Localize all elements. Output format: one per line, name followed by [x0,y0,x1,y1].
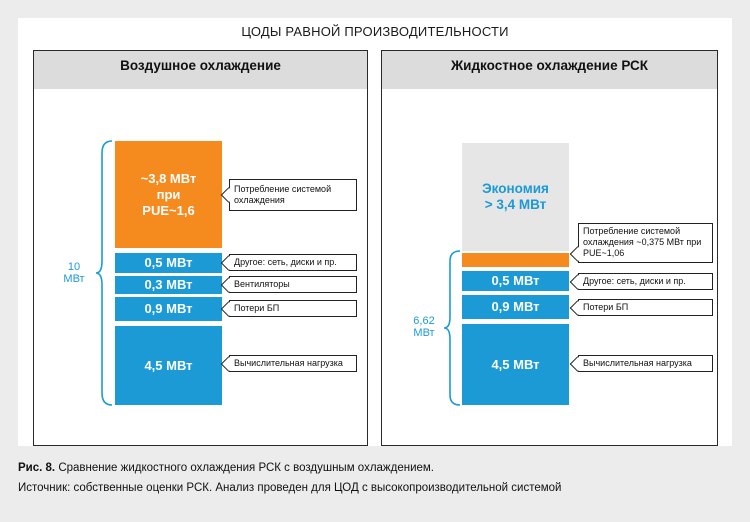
right-bar-psu-label: 0,9 МВт [491,299,540,314]
left-bar-fans-label: 0,3 МВт [144,277,193,292]
left-bar-other: 0,5 МВт [115,253,222,273]
right-bar-compute: 4,5 МВт [462,324,569,405]
right-bar-cooling [462,253,569,267]
diagram-figure: ЦОДЫ РАВНОЙ ПРОИЗВОДИТЕЛЬНОСТИ Воздушное… [18,18,732,446]
panel-liquid-cooling: Жидкостное охлаждение РСК 6,62 МВт Эконо… [381,50,718,446]
left-bar-other-label: 0,5 МВт [144,255,193,270]
left-brace [95,140,113,406]
left-callout-psu: Потери БП [220,300,357,317]
left-callout-compute: Вычислительная нагрузка [220,355,357,372]
right-callout-cooling: Потребление системой охлаждения ~0,375 М… [569,223,713,263]
left-callout-other: Другое: сеть, диски и пр. [220,254,357,271]
right-callout-psu: Потери БП [569,299,713,316]
left-bar-fans: 0,3 МВт [115,276,222,294]
panel-air-cooling-title: Воздушное охлаждение [34,51,367,89]
panel-air-cooling: Воздушное охлаждение 10 МВт ~3,8 МВт при… [33,50,368,446]
left-bar-compute-label: 4,5 МВт [144,357,193,373]
figure-caption-line2: Источник: собственные оценки РСК. Анализ… [18,482,562,494]
right-callout-compute: Вычислительная нагрузка [569,355,713,372]
left-total-unit: МВт [63,273,85,285]
right-bar-psu: 0,9 МВт [462,295,569,319]
right-callout-other: Другое: сеть, диски и пр. [569,273,713,290]
left-total-value: 10 [67,261,81,273]
figure-caption-source: Источник: собственные оценки РСК. Анализ… [18,482,561,494]
left-callout-fans: Вентиляторы [220,276,357,293]
figure-caption: Рис. 8. Сравнение жидкостного охлаждения… [18,462,434,474]
left-bar-psu: 0,9 МВт [115,297,222,321]
panel-liquid-cooling-title: Жидкостное охлаждение РСК [382,51,717,89]
diagram-title: ЦОДЫ РАВНОЙ ПРОИЗВОДИТЕЛЬНОСТИ [241,24,509,39]
left-bar-compute: 4,5 МВт [115,326,222,405]
left-callout-cooling: Потребление системой охлаждения [220,179,357,211]
figure-caption-line1: Сравнение жидкостного охлаждения РСК с в… [58,462,434,474]
left-bar-cooling: ~3,8 МВт при PUE~1,6 [115,141,222,248]
right-bar-other-label: 0,5 МВт [491,273,540,288]
right-total-value: 6,62 [413,315,435,327]
left-bar-psu-label: 0,9 МВт [144,301,193,316]
right-bar-compute-label: 4,5 МВт [491,356,540,372]
right-total-label: 6,62 МВт [404,315,444,339]
figure-caption-label: Рис. 8. [18,462,56,474]
right-total-unit: МВт [413,327,435,339]
right-savings-block: Экономия > 3,4 МВт [462,143,569,251]
right-bar-other: 0,5 МВт [462,271,569,291]
left-total-label: 10 МВт [54,261,94,285]
right-brace [443,250,461,406]
right-savings-label: Экономия > 3,4 МВт [482,181,549,212]
left-bar-cooling-label: ~3,8 МВт при PUE~1,6 [140,170,197,218]
